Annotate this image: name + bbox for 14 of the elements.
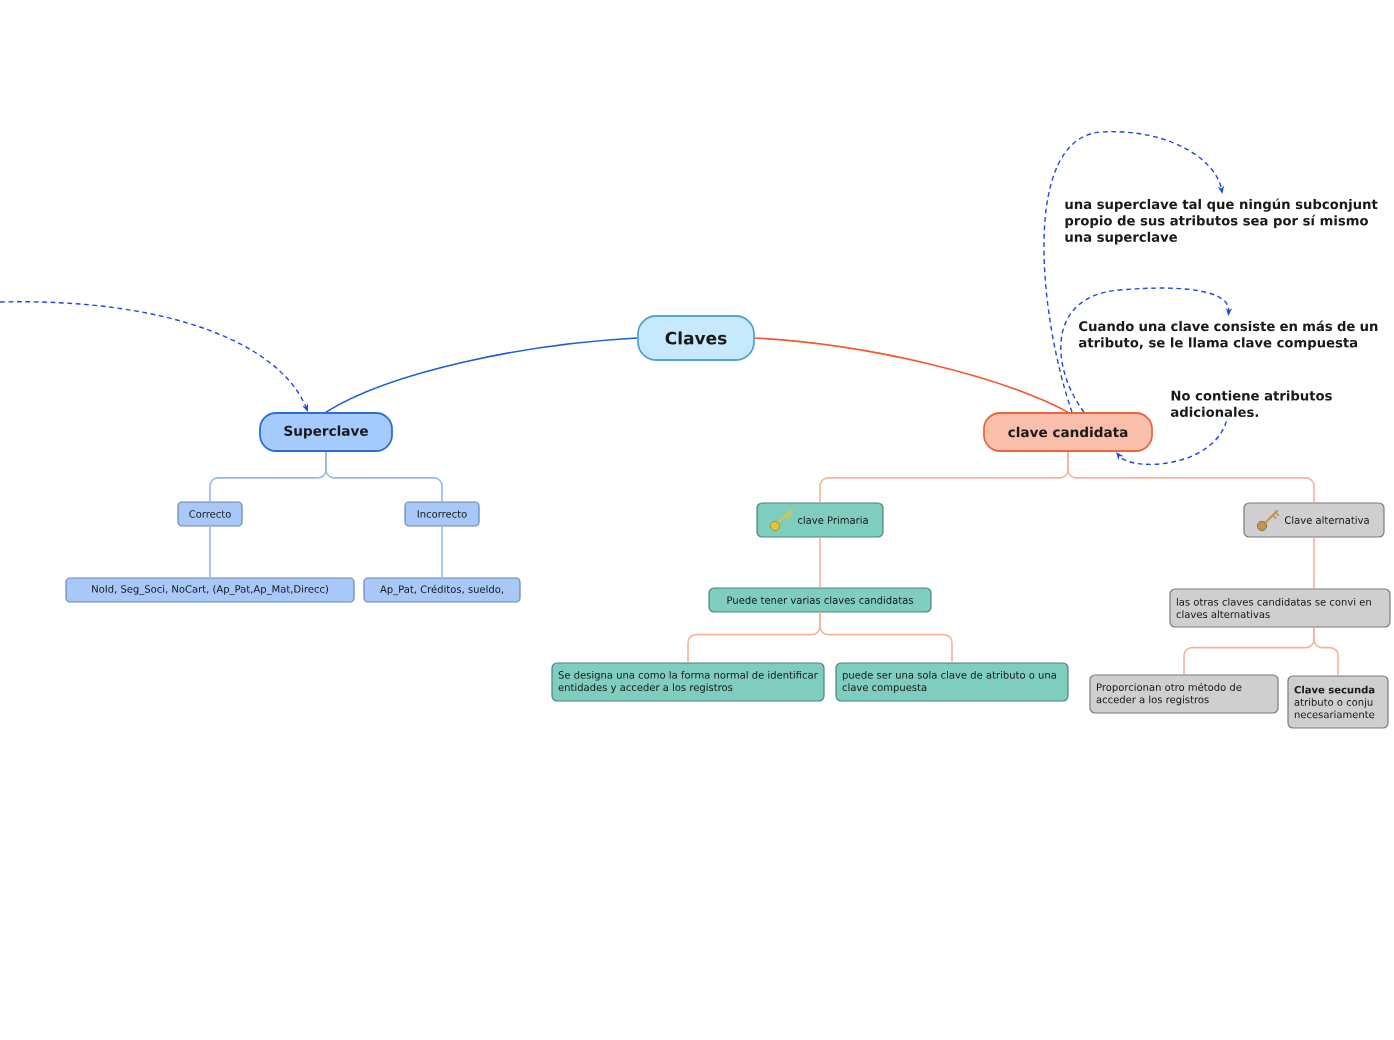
connector-line <box>819 611 953 664</box>
connector-line <box>1313 626 1339 677</box>
connector-line <box>1067 451 1315 504</box>
central-topic-box: Claves <box>637 315 755 361</box>
connector-line <box>209 525 211 579</box>
dashed-arrow <box>1116 420 1228 466</box>
connector-line <box>441 525 443 579</box>
connector-line <box>325 451 443 503</box>
dashed-arrow <box>1060 287 1233 413</box>
connector-line <box>754 337 1069 413</box>
connector-line <box>819 536 821 589</box>
connector-line <box>325 337 638 413</box>
connector-line <box>1313 536 1315 590</box>
dashed-arrow <box>1043 131 1225 413</box>
